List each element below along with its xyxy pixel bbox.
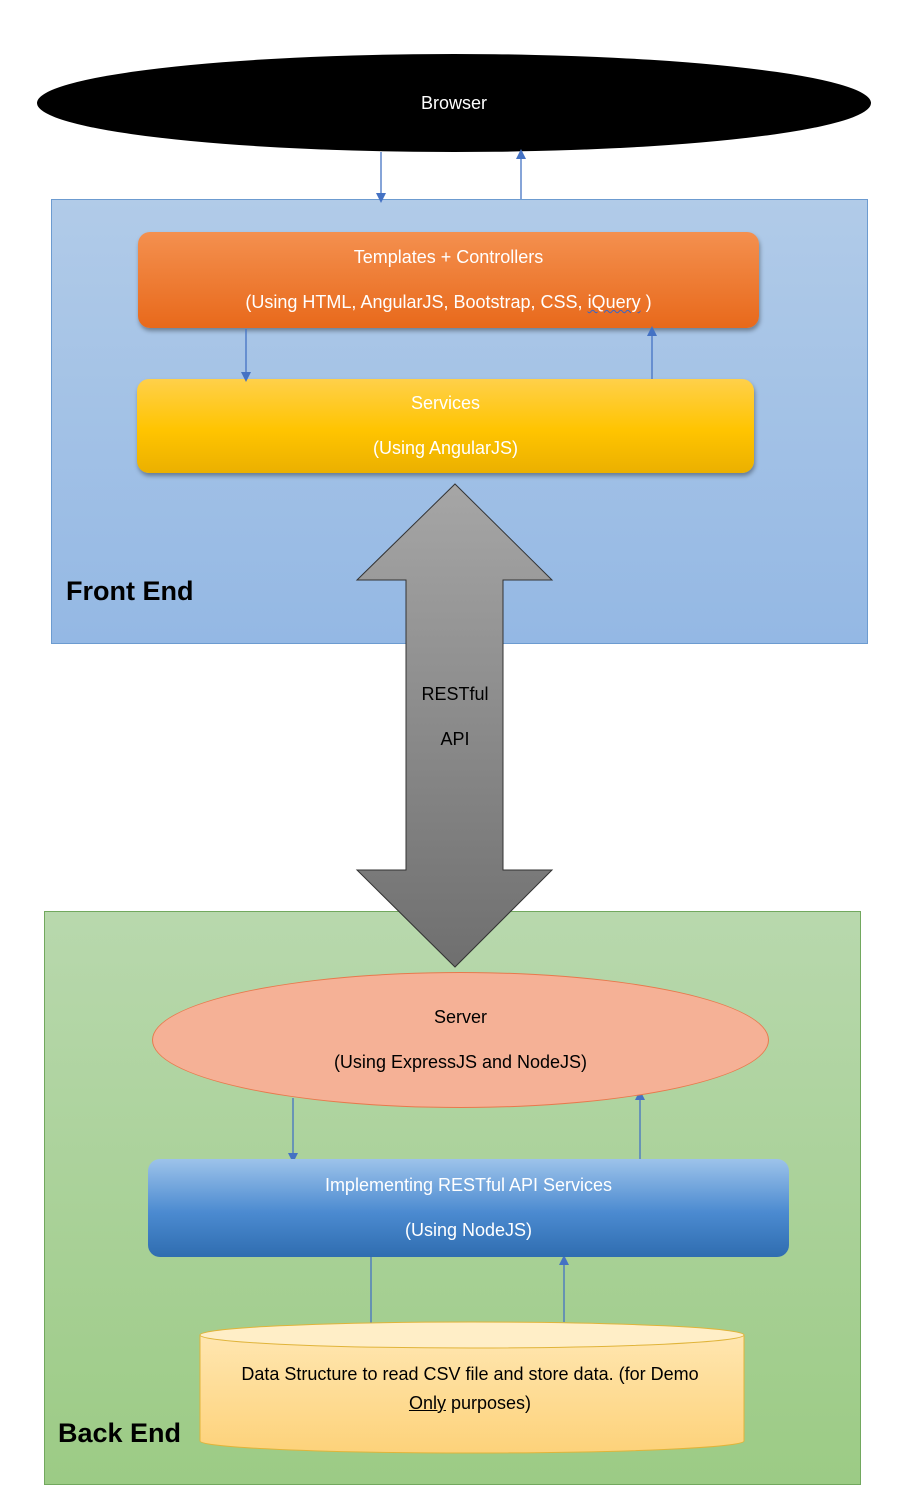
- server-subtitle: (Using ExpressJS and NodeJS): [333, 1052, 588, 1072]
- back-end-label: Back End: [58, 1418, 182, 1448]
- data-structure-label: Data Structure to read CSV file and stor…: [205, 1360, 735, 1418]
- browser-label: Browser: [420, 92, 487, 113]
- impl-subtitle: (Using NodeJS): [404, 1220, 533, 1240]
- services-subtitle: (Using AngularJS): [372, 438, 519, 458]
- api-line-2: API: [440, 729, 470, 749]
- data-structure-cylinder: [199, 1321, 745, 1454]
- front-end-label: Front End: [66, 576, 194, 606]
- db-line-1: Data Structure to read CSV file and stor…: [241, 1364, 699, 1384]
- services-title: Services: [410, 393, 481, 413]
- db-only-text: Only: [408, 1393, 446, 1413]
- browser-node: Browser: [37, 54, 871, 152]
- jquery-text: iQuery: [587, 292, 641, 312]
- implementing-api-box: Implementing RESTful API Services (Using…: [148, 1159, 789, 1257]
- db-line-2: Only purposes): [408, 1393, 532, 1413]
- restful-api-double-arrow: [355, 483, 554, 968]
- server-node: Server (Using ExpressJS and NodeJS): [152, 972, 769, 1108]
- restful-api-label: RESTful API: [405, 672, 505, 762]
- server-title: Server: [433, 1007, 487, 1027]
- services-box: Services (Using AngularJS): [137, 379, 754, 473]
- api-line-1: RESTful: [421, 684, 489, 704]
- impl-title: Implementing RESTful API Services: [324, 1175, 613, 1195]
- templates-controllers-box: Templates + Controllers (Using HTML, Ang…: [138, 232, 759, 328]
- templates-title: Templates + Controllers: [353, 247, 544, 267]
- templates-subtitle: (Using HTML, AngularJS, Bootstrap, CSS, …: [245, 292, 652, 312]
